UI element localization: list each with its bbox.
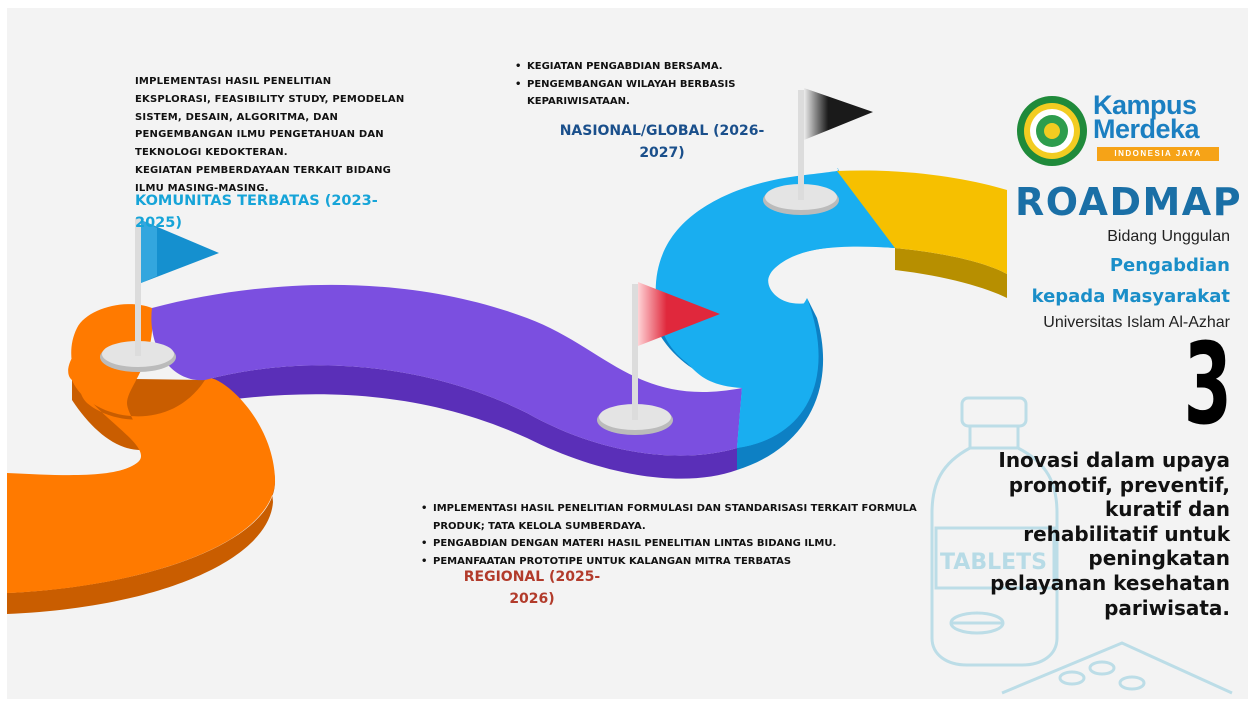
flag-komunitas [100,218,219,372]
komunitas-paragraph-2: KEGIATAN PEMBERDAYAAN TERKAIT BIDANG ILM… [135,164,392,194]
logo-tagline: INDONESIA JAYA [1097,147,1219,161]
road-illustration [7,88,1007,614]
road-side-orange [7,379,276,614]
nasional-description: KEGIATAN PENGABDIAN BERSAMA. PENGEMBANGA… [515,58,745,111]
subtitle-masyarakat: kepada Masyarakat [1031,286,1230,307]
road-yellow [837,170,1007,274]
innovation-description: Inovasi dalam upaya promotif, preventif,… [990,448,1230,620]
regional-item-3: PEMANFAATAN PROTOTIPE UNTUK KALANGAN MIT… [421,553,921,571]
subtitle-bidang: Bidang Unggulan [1107,228,1230,245]
logo-merdeka: Merdeka [1093,114,1200,144]
medicine-illustration: TABLETS [930,396,1233,695]
university-name: Universitas Islam Al-Azhar [1043,314,1230,331]
milestone-regional: REGIONAL (2025-2026) [463,569,601,607]
road-orange-main [7,304,276,593]
flag-black [804,88,873,140]
regional-description: IMPLEMENTASI HASIL PENELITIAN FORMULASI … [421,500,921,570]
milestone-nasional: NASIONAL/GLOBAL (2026-2027) [559,123,765,161]
komunitas-paragraph-1: IMPLEMENTASI HASIL PENELITIAN EKSPLORASI… [135,76,405,159]
nasional-item-2: PENGEMBANGAN WILAYAH BERBASIS KEPARIWISA… [515,76,745,111]
regional-item-2: PENGABDIAN DENGAN MATERI HASIL PENELITIA… [421,535,921,553]
subtitle-pengabdian: Pengabdian [1109,255,1230,276]
roadmap-number: 3 [1183,320,1232,450]
roadmap-title: ROADMAP [1015,180,1243,224]
nasional-item-1: KEGIATAN PENGABDIAN BERSAMA. [515,58,745,76]
road-blue-main [655,171,895,448]
road-purple [151,284,743,456]
roadmap-slide: IMPLEMENTASI HASIL PENELITIAN EKSPLORASI… [7,8,1248,699]
road-side-blue [737,298,824,470]
university-seal-icon [1017,96,1087,166]
milestone-komunitas: KOMUNITAS TERBATAS (2023-2025) [135,193,378,231]
road-side-yellow [895,248,1007,298]
bottle-label: TABLETS [940,550,1047,575]
flag-blue [141,220,219,283]
flag-nasional [763,88,873,215]
road-side-purple [205,365,737,479]
komunitas-description: IMPLEMENTASI HASIL PENELITIAN EKSPLORASI… [135,73,410,198]
regional-item-1: IMPLEMENTASI HASIL PENELITIAN FORMULASI … [421,500,921,535]
logo-kampus: Kampus [1093,90,1197,120]
flag-red [638,282,720,346]
flag-regional [597,282,720,435]
